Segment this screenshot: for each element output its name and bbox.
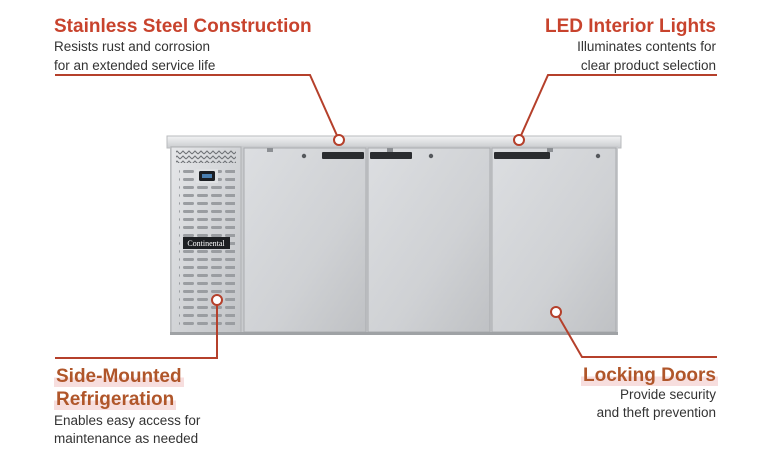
callout-stainless-desc-2: for an extended service life <box>54 58 216 73</box>
marker-side <box>211 294 223 306</box>
connector-side <box>55 300 218 359</box>
connector-stainless <box>55 74 340 141</box>
callout-led-desc-2: clear product selection <box>580 58 716 73</box>
back-bar-refrigerator <box>166 135 622 335</box>
callout-led-title: LED Interior Lights <box>545 16 716 37</box>
connector-led <box>518 74 717 141</box>
callout-led-desc-1: Illuminates contents for <box>577 39 716 54</box>
door-2 <box>367 147 491 333</box>
door-3 <box>491 147 617 333</box>
marker-stainless <box>333 134 345 146</box>
connector-lines <box>55 74 717 359</box>
door-1 <box>243 147 367 333</box>
brand-text: Continental <box>187 239 225 248</box>
callout-side-desc-1: Enables easy access for <box>54 413 201 428</box>
brand-plate <box>183 237 230 249</box>
callout-locking-desc-1: Provide security <box>619 387 716 402</box>
callout-side-title-1: Side-Mounted <box>54 366 184 387</box>
callout-side-desc-2: maintenance as needed <box>54 431 199 446</box>
callout-side-title-2: Refrigeration <box>54 389 177 410</box>
refrigeration-panel <box>170 146 242 334</box>
callout-locking-desc-2: and theft prevention <box>596 405 716 420</box>
connector-locking <box>555 311 717 358</box>
marker-led <box>513 134 525 146</box>
callout-stainless-desc-1: Resists rust and corrosion <box>54 39 211 54</box>
connector-dots <box>211 134 562 318</box>
callout-stainless-title: Stainless Steel Construction <box>54 16 312 37</box>
marker-locking <box>550 306 562 318</box>
callout-locking-title: Locking Doors <box>580 365 718 386</box>
